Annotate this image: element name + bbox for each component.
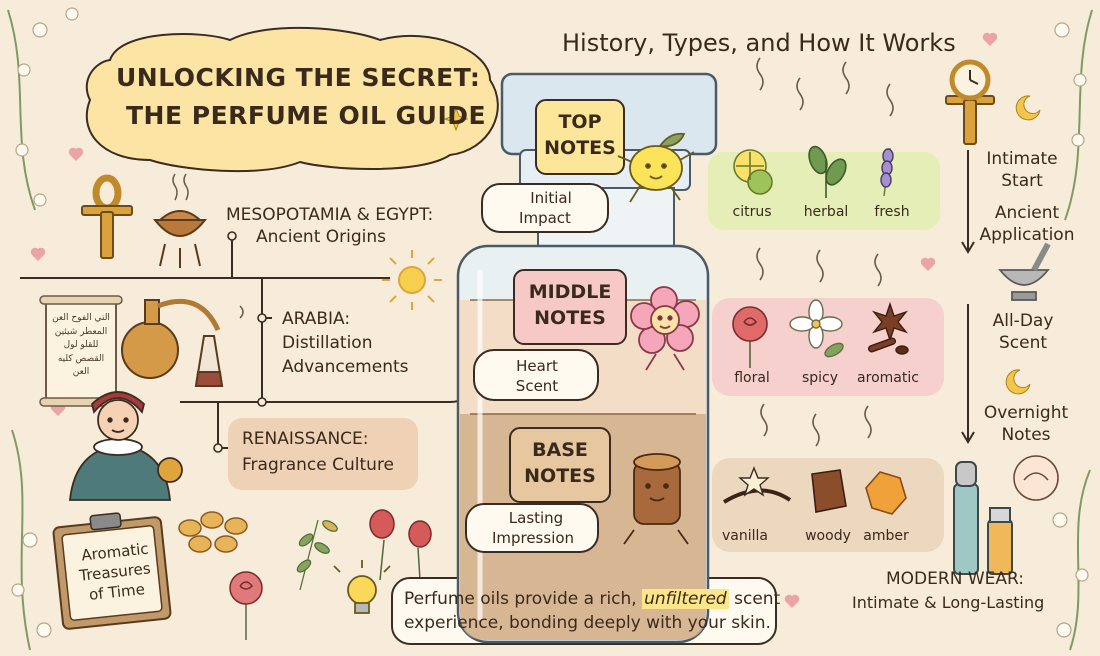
- ankh-clock-icon: [945, 59, 995, 145]
- woody-chunk-icon: [811, 469, 847, 513]
- connector-dots: [213, 231, 267, 453]
- modern-wear-detail: Intimate & Long-Lasting: [852, 593, 1045, 612]
- flower-decorations: [11, 7, 1089, 638]
- ingredient-vanilla: vanilla: [722, 528, 768, 544]
- timeline-step-1-line-1: Intimate: [986, 149, 1058, 169]
- title-line-1: UNLOCKING THE SECRET:: [116, 63, 481, 92]
- base-notes-label-1: BASE: [532, 439, 588, 461]
- middle-notes-label-box: [513, 269, 627, 345]
- rose-flower-icon: [229, 571, 263, 640]
- amber-stone-icon: [865, 471, 907, 515]
- floral-rose-icon: [732, 306, 768, 368]
- timeline-step-3-line-1: All-Day: [992, 311, 1054, 331]
- flower-character-icon: [630, 286, 700, 371]
- era-mesopotamia-detail: Ancient Origins: [256, 227, 387, 247]
- ingredient-woody: woody: [805, 528, 851, 544]
- right-vine-decoration: [1064, 9, 1093, 651]
- top-notes-bubble-1: Initial: [530, 189, 572, 207]
- sun-icon: [382, 250, 442, 310]
- middle-notes-label-2: NOTES: [534, 307, 606, 329]
- base-notes-label-2: NOTES: [524, 465, 596, 487]
- top-notes-label-2: NOTES: [544, 137, 616, 159]
- tip-line-2: experience, bonding deeply with your ski…: [404, 613, 771, 633]
- middle-notes-bubble-2: Scent: [515, 377, 559, 395]
- timeline-step-2-line-2: Application: [979, 225, 1075, 245]
- middle-notes-label-1: MIDDLE: [528, 281, 612, 303]
- title-line-2: THE PERFUME OIL GUIDE: [126, 101, 487, 130]
- base-notes-bubble-1: Lasting: [508, 509, 564, 527]
- moon-icon: [1005, 95, 1041, 395]
- ingredient-fresh: fresh: [874, 204, 910, 220]
- aromatic-badge: [52, 512, 172, 630]
- top-notes-label-box: [535, 99, 625, 175]
- wrist-application-icon: [1013, 455, 1059, 501]
- timeline-step-2-line-1: Ancient: [994, 203, 1060, 223]
- speech-bubbles: [465, 183, 609, 553]
- page-subtitle: History, Types, and How It Works: [562, 29, 956, 57]
- tip-line-1: Perfume oils provide a rich, unfiltered …: [404, 589, 781, 610]
- timeline-step-4-line-1: Overnight: [983, 403, 1069, 423]
- wood-log-character-icon: [623, 453, 689, 545]
- rose-bud-icon: [369, 509, 432, 581]
- era-mesopotamia-heading: MESOPOTAMIA & EGYPT:: [226, 205, 434, 225]
- title-cloud: [85, 26, 499, 173]
- base-notes-bubble-2: Impression: [491, 529, 575, 547]
- vanilla-icon: [722, 466, 792, 504]
- tip-text-before: Perfume oils provide a rich,: [404, 589, 637, 609]
- sparkle-icon: [443, 106, 469, 132]
- middle-notes-bubble-1: Heart: [516, 357, 558, 375]
- lightbulb-icon: [333, 560, 391, 614]
- left-vine-decoration: [7, 9, 36, 651]
- lavender-icon: [880, 147, 894, 197]
- top-notes-bubble-2: Impact: [519, 209, 571, 227]
- scroll-script-text: التي الفوح العن المعطر شيئين للقلو لول ا…: [52, 313, 110, 377]
- frankincense-resin-icon: [178, 511, 248, 553]
- renaissance-figure-icon: [69, 391, 183, 501]
- ingredient-floral: floral: [734, 370, 770, 386]
- ankh-icon: [81, 174, 133, 259]
- ingredient-herbal: herbal: [803, 204, 849, 220]
- tip-emphasis: unfiltered: [642, 589, 729, 609]
- distillation-alembic-icon: [121, 299, 244, 387]
- ingredient-amber: amber: [863, 528, 909, 544]
- herb-sprig-icon: [296, 519, 338, 591]
- mortar-pestle-icon: [998, 242, 1051, 301]
- era-arabia-detail-2: Advancements: [282, 357, 409, 377]
- wear-timeline-arrow: [961, 150, 975, 444]
- scent-wave-decorations: [756, 57, 894, 447]
- modern-wear-heading: MODERN WEAR:: [886, 569, 1025, 589]
- citrus-icon: [733, 149, 773, 195]
- roll-on-bottle-icon: [953, 461, 1013, 575]
- timeline-step-1-line-2: Start: [1001, 171, 1043, 191]
- ingredient-aromatic: aromatic: [857, 370, 919, 386]
- herbal-leaf-icon: [808, 145, 847, 198]
- timeline-step-3-line-2: Scent: [998, 333, 1048, 353]
- era-renaissance-detail: Fragrance Culture: [242, 455, 395, 475]
- era-arabia-detail-1: Distillation: [282, 333, 373, 353]
- renaissance-label-box: [228, 418, 418, 490]
- ingredient-spicy: spicy: [801, 370, 839, 386]
- era-renaissance-heading: RENAISSANCE:: [242, 429, 369, 449]
- era-arabia-heading: ARABIA:: [282, 309, 351, 329]
- top-notes-label-1: TOP: [558, 111, 602, 133]
- lemon-character-icon: [617, 132, 695, 203]
- base-notes-label-box: [509, 427, 611, 503]
- ingredient-citrus: citrus: [732, 204, 772, 220]
- incense-burner-icon: [152, 173, 208, 268]
- tip-text-after: scent: [734, 589, 781, 609]
- aromatic-star-anise-icon: [867, 301, 909, 355]
- timeline-step-4-line-2: Notes: [1001, 425, 1051, 445]
- spicy-white-flower-icon: [789, 299, 844, 358]
